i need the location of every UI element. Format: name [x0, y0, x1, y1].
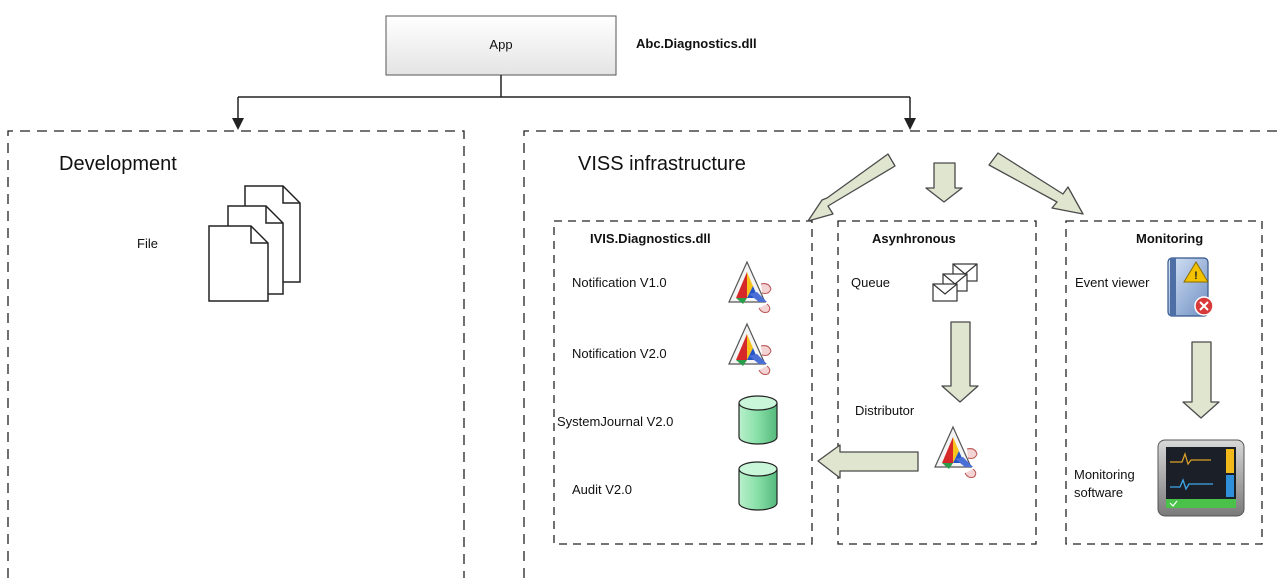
app-assembly-label: Abc.Diagnostics.dll	[636, 36, 757, 51]
file-label: File	[137, 236, 158, 251]
ivis-item-audit: Audit V2.0	[572, 482, 632, 497]
development-region	[7, 130, 465, 578]
distributor-label: Distributor	[855, 403, 915, 418]
arrow-event-software	[1182, 341, 1220, 419]
viss-region	[523, 130, 1284, 578]
event-viewer-icon: !	[1167, 257, 1214, 317]
envelopes-icon	[932, 263, 978, 302]
event-viewer-label: Event viewer	[1075, 275, 1150, 290]
ivis-title: IVIS.Diagnostics.dll	[590, 231, 711, 246]
async-box	[837, 220, 1037, 545]
arrowhead-viss	[904, 118, 916, 130]
app-box	[385, 15, 617, 76]
app-box-label: App	[489, 37, 513, 52]
development-title: Development	[59, 153, 177, 175]
viss-title: VISS infrastructure	[578, 153, 746, 175]
monitoring-title: Monitoring	[1136, 231, 1204, 246]
monitoring-software-icon	[1157, 439, 1245, 517]
queue-label: Queue	[851, 275, 891, 290]
arrowhead-development	[232, 118, 244, 130]
ivis-item-systemjournal: SystemJournal V2.0	[557, 414, 674, 429]
svg-text:!: !	[1194, 270, 1198, 282]
database-icon	[738, 461, 778, 511]
arrow-queue-distributor	[941, 321, 979, 403]
monitoring-software-label-1: Monitoring	[1074, 467, 1135, 482]
monitoring-software-label-2: software	[1074, 485, 1124, 500]
database-icon	[738, 395, 778, 445]
async-title: Asynhronous	[872, 231, 956, 246]
ivis-item-notification-v1: Notification V1.0	[572, 275, 667, 290]
ivis-item-notification-v2: Notification V2.0	[572, 346, 667, 361]
connector-lines	[237, 75, 911, 120]
arrow-to-monitoring	[988, 152, 1084, 215]
arrow-distributor-ivis	[817, 444, 919, 479]
arrow-to-ivis	[807, 153, 896, 222]
arrow-to-async	[925, 162, 963, 203]
ivis-box	[553, 220, 813, 545]
monitoring-box	[1065, 220, 1263, 545]
plugin-icon	[934, 426, 978, 479]
plugin-icon	[728, 261, 772, 314]
file-icon	[208, 185, 301, 302]
plugin-icon	[728, 323, 772, 376]
